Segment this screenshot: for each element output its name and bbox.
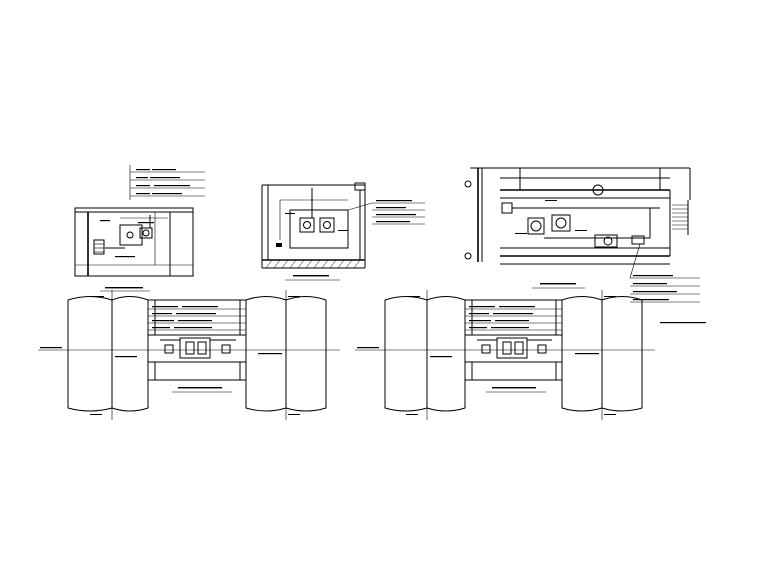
callout-table-1	[129, 165, 205, 200]
plan-view-1	[74, 165, 205, 292]
section-view-5	[355, 290, 655, 420]
section-view-2	[261, 182, 425, 281]
section-view-4	[38, 290, 340, 420]
plan-view-3	[464, 167, 706, 324]
